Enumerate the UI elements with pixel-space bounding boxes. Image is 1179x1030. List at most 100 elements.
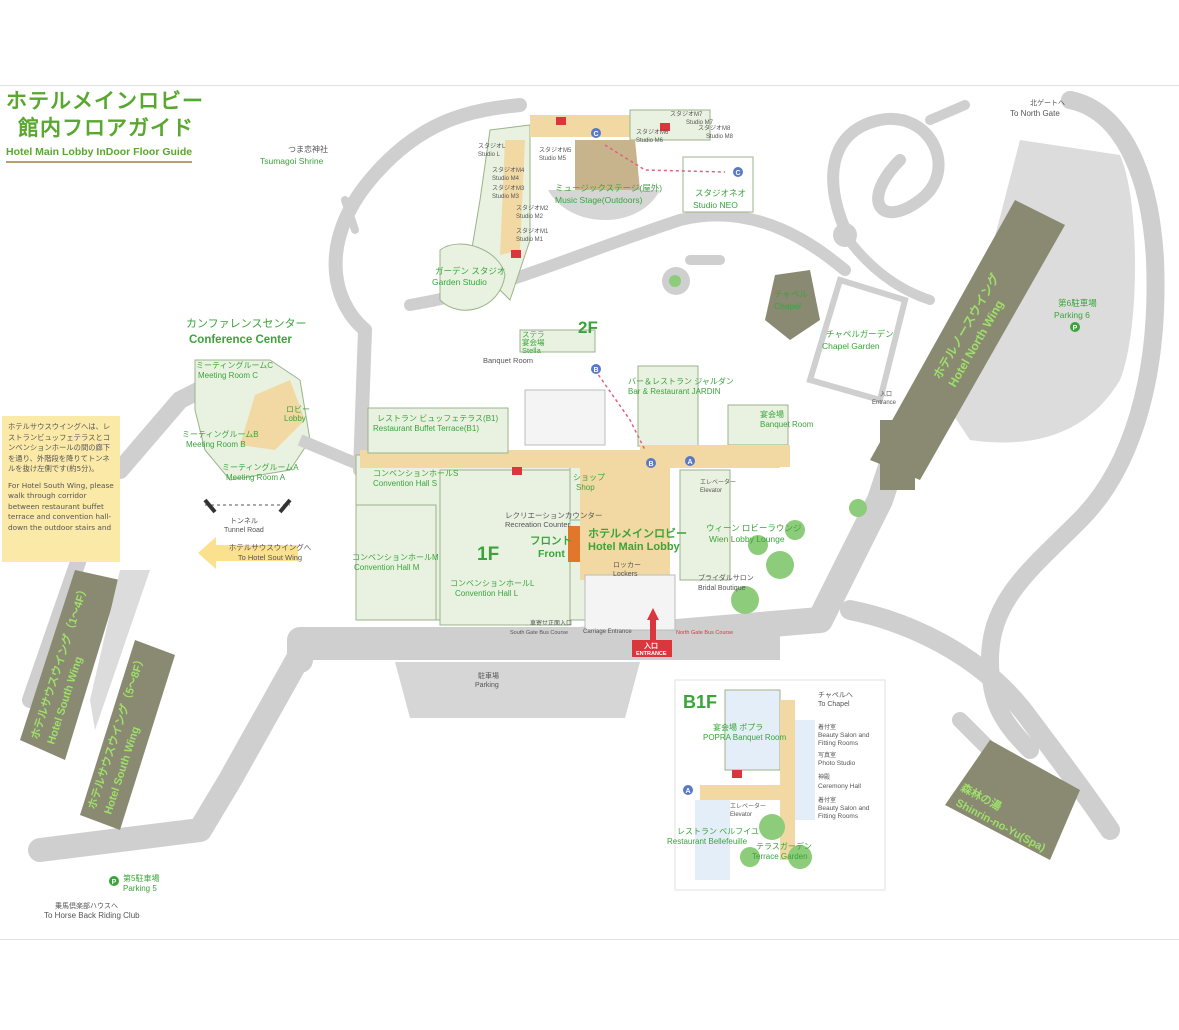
studio-m7-label: スタジオM7 (670, 110, 703, 118)
south-bus-label: South Gate Bus Course (510, 630, 568, 636)
note-jp: ホテルサウスウイングへは、レストランビュッフェテラスとコンベンションホールの間の… (8, 422, 111, 473)
studio-l-label: スタジオL (478, 142, 506, 150)
bridal-jp-label: ブライダルサロン (698, 573, 754, 582)
horse-jp-label: 乗馬倶楽部ハウスへ (55, 901, 118, 910)
banquet-en-label: Banquet Room (760, 420, 814, 429)
south-wing-arrow-text: ホテルサウスウイングへ To Hotel Sout Wing (220, 543, 320, 563)
letter-markers: C C B B A A P P (109, 128, 1080, 886)
entrance-box-en: ENTRANCE (636, 651, 667, 657)
marker-p-5: P (112, 879, 117, 886)
b1-elevator-jp-label: エレベーター (730, 802, 766, 810)
buffet-jp-label: レストラン ビュッフェテラス(B1) (377, 414, 499, 423)
meeting-a-jp-label: ミーティングルームA (222, 462, 299, 472)
marker-c-2: C (735, 170, 740, 177)
studio-m3-label: スタジオM3 (492, 184, 525, 192)
meeting-b-jp-label: ミーティングルームB (182, 429, 259, 439)
main-lobby-en-label: Hotel Main Lobby (588, 541, 681, 553)
garden-studio-en-label: Garden Studio (432, 277, 487, 287)
studio-m6-label: スタジオM6 (636, 128, 669, 136)
stella-jp2-label: 宴会場 (522, 337, 545, 347)
bridal-en-label: Bridal Boutique (698, 585, 746, 592)
south-wing-1-building (20, 570, 120, 760)
route-lines (594, 144, 726, 451)
entrance-box-jp: 入口 (643, 642, 658, 650)
garden-studio-jp-label: ガーデン スタジオ (435, 266, 505, 276)
parking5-en-label: Parking 5 (123, 884, 157, 893)
south-wing-arrow[interactable]: ホテルサウスウイングへ To Hotel Sout Wing (198, 537, 311, 574)
tunnel-jp-label: トンネル (230, 517, 258, 525)
tsumagoi-en-label: Tsumagoi Shrine (260, 156, 324, 166)
ceremony-jp-label: 神殿 (818, 773, 830, 781)
terrace-en-label: Terrace Garden (752, 852, 808, 861)
conference-jp-label: カンファレンスセンター (186, 317, 306, 330)
marker-a-1: A (687, 459, 692, 466)
studio-neo-jp-label: スタジオネオ (695, 188, 746, 198)
studio-neo-en-label: Studio NEO (693, 200, 738, 210)
jardin-jp-label: バー＆レストラン ジャルダン (628, 376, 734, 386)
studio-m6-en-label: Studio M6 (636, 138, 664, 144)
elevator-en-label: Elevator (700, 488, 722, 494)
title-jp-line2: 館内フロアガイド (18, 117, 194, 140)
studio-m8-label: スタジオM8 (698, 124, 731, 132)
chapel-jp-label: チャペル (774, 289, 808, 299)
entrance-marker[interactable] (632, 608, 672, 657)
hall-s-jp-label: コンベンションホールS (373, 469, 458, 478)
stella-jp1-label: ステラ (522, 330, 545, 339)
studio-m1-label: スタジオM1 (516, 227, 549, 235)
tunnel-en-label: Tunnel Road (224, 527, 264, 534)
studio-l-en-label: Studio L (478, 152, 501, 158)
parking6-en-label: Parking 6 (1054, 310, 1090, 320)
bellefeuille-jp-label: レストラン ベルフイユ (677, 827, 759, 836)
recreation-en-label: Recreation Counter (505, 520, 571, 529)
hall-m-jp-label: コンベンションホールM (352, 553, 439, 562)
entrance-n-en-label: Entrance (872, 400, 897, 406)
hall-l-jp-label: コンベンションホールL (450, 579, 535, 588)
marker-a-2: A (685, 788, 690, 795)
stella-en2-label: Banquet Room (483, 356, 533, 365)
marker-c-1: C (593, 131, 598, 138)
b1f-building (674, 679, 886, 891)
studio-m5-label: スタジオM5 (539, 146, 572, 154)
shop-jp-label: ショップ (573, 473, 605, 482)
carriage-jp-label: 車寄せ正面入口 (530, 619, 572, 627)
main-building (355, 329, 790, 631)
marker-p-6: P (1073, 325, 1078, 332)
parking-6-area (950, 140, 1135, 443)
south-wing-arrow-en: To Hotel Sout Wing (237, 553, 303, 562)
beauty2-jp-label: 着付室 (818, 796, 836, 804)
studio-buildings (439, 109, 754, 311)
studio-m2-label: スタジオM2 (516, 204, 549, 212)
north-bus-label: North Gate Bus Course (676, 630, 733, 636)
hall-m-en-label: Convention Hall M (354, 563, 420, 572)
meeting-a-en-label: Meeting Room A (226, 473, 286, 482)
carriage-en-label: Carriage Entrance (583, 629, 632, 635)
studio-m4-en-label: Studio M4 (492, 176, 520, 182)
recreation-jp-label: レクリエーションカウンター (505, 511, 602, 520)
floor-2f-label: 2F (578, 318, 598, 337)
chapel-building (765, 270, 820, 340)
south-wing-note: ホテルサウスウイングへは、レストランビュッフェテラスとコンベンションホールの間の… (2, 416, 120, 562)
to-chapel-jp-label: チャペルへ (818, 691, 853, 699)
studio-m1-en-label: Studio M1 (516, 237, 544, 243)
elevator-jp-label: エレベーター (700, 478, 736, 486)
jardin-en-label: Bar & Restaurant JARDIN (628, 387, 721, 396)
south-wing-arrow-jp: ホテルサウスウイングへ (228, 543, 312, 552)
title-en: Hotel Main Lobby InDoor Floor Guide (6, 146, 193, 163)
floor-b1f-label: B1F (683, 692, 717, 712)
photo-en-label: Photo Studio (818, 760, 856, 767)
marker-b-1: B (593, 367, 598, 374)
hall-s-en-label: Convention Hall S (373, 479, 437, 488)
meeting-b-en-label: Meeting Room B (186, 440, 246, 449)
main-lobby-jp-label: ホテルメインロビー (588, 526, 687, 540)
front-jp-label: フロント (530, 535, 572, 547)
map-title: ホテルメインロビー 館内フロアガイド Hotel Main Lobby InDo… (6, 88, 206, 163)
beauty1-jp-label: 着付室 (818, 723, 836, 731)
meeting-c-en-label: Meeting Room C (198, 371, 258, 380)
spa-building (945, 740, 1080, 860)
parking-en-label: Parking (475, 682, 499, 689)
b1-elevator-en-label: Elevator (730, 812, 752, 818)
map-frame (0, 85, 1179, 940)
hall-l-en-label: Convention Hall L (455, 589, 519, 598)
bellefeuille-en-label: Restaurant Bellefeuille (667, 837, 748, 846)
